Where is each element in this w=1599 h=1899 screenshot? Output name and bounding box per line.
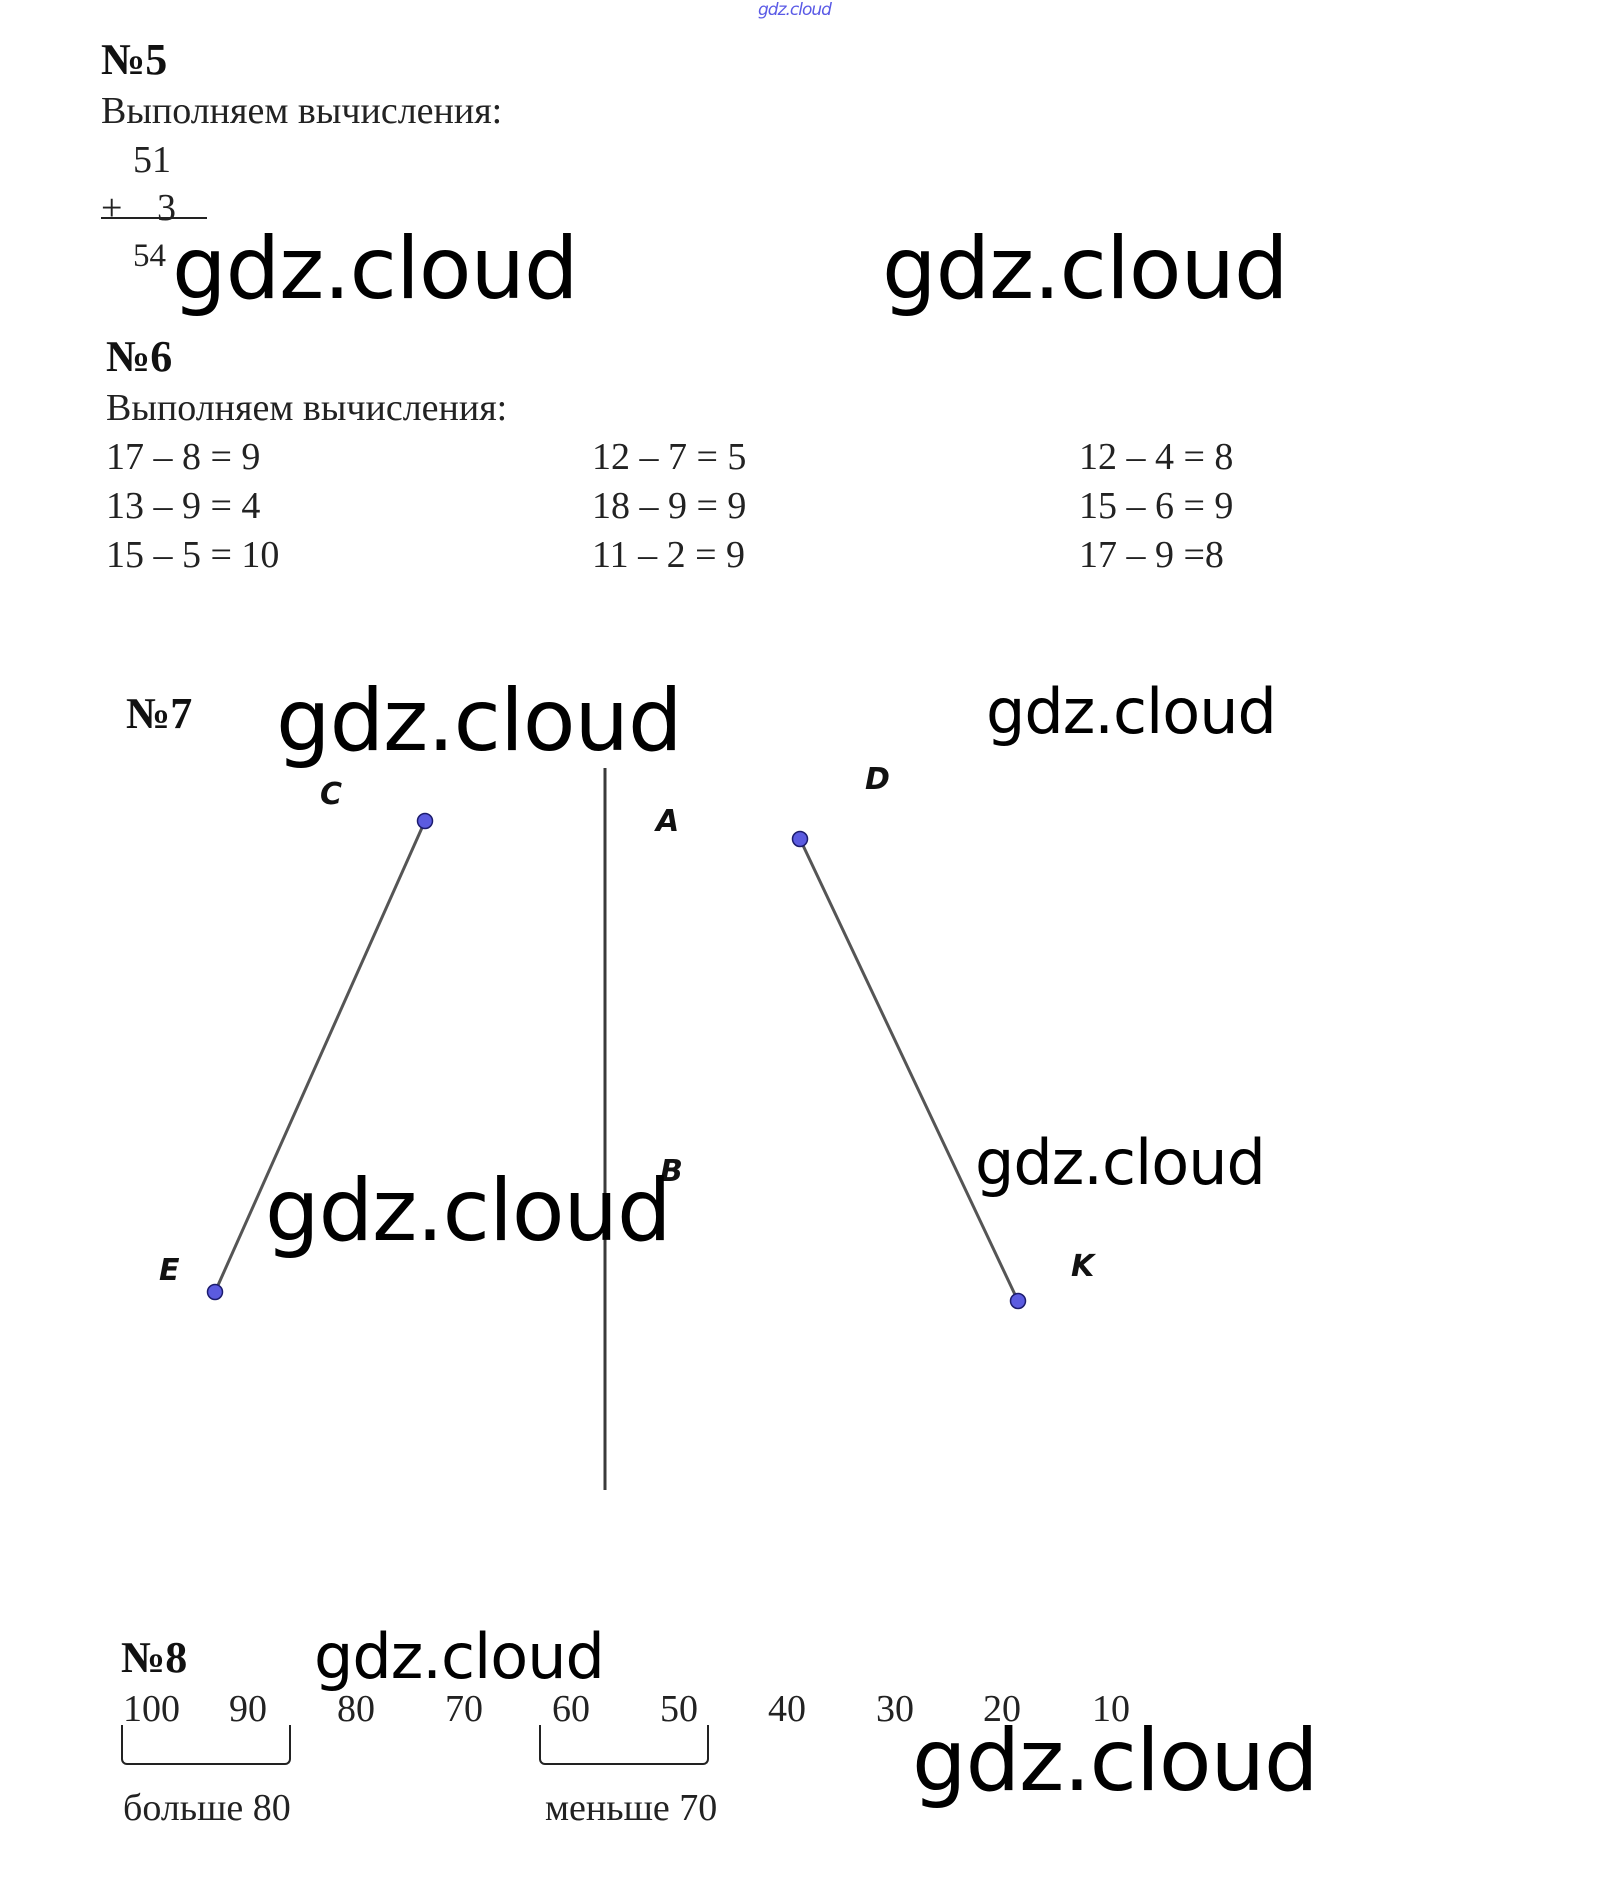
number: 100 <box>123 1688 180 1730</box>
point-k-dot <box>1009 1292 1027 1310</box>
watermark: gdz.cloud <box>172 219 579 319</box>
task6-title: №6 <box>106 332 173 381</box>
group2-label: меньше 70 <box>545 1787 718 1829</box>
segment-ce <box>213 820 427 1293</box>
watermark: gdz.cloud <box>276 671 683 771</box>
bracket-group-1 <box>121 1725 291 1765</box>
point-label-e: E <box>159 1253 180 1288</box>
task5-sum-line <box>101 217 207 219</box>
equation: 12 – 4 = 8 <box>1079 436 1234 478</box>
task5-intro: Выполняем вычисления: <box>101 90 503 132</box>
number: 80 <box>337 1688 375 1730</box>
segment-dk <box>798 838 1020 1302</box>
number: 70 <box>445 1688 483 1730</box>
number: 60 <box>552 1688 590 1730</box>
watermark: gdz.cloud <box>912 1711 1319 1811</box>
task8-title: №8 <box>121 1633 188 1682</box>
task5-result: 54 <box>133 238 166 274</box>
task7-title: №7 <box>126 689 193 738</box>
point-label-b: B <box>660 1154 683 1189</box>
equation: 17 – 9 =8 <box>1079 534 1224 576</box>
point-label-d: D <box>865 762 890 797</box>
point-d-dot <box>791 830 809 848</box>
point-c-dot <box>416 812 434 830</box>
point-label-k: K <box>1071 1249 1095 1284</box>
number: 10 <box>1092 1688 1130 1730</box>
equation: 17 – 8 = 9 <box>106 436 261 478</box>
equation: 11 – 2 = 9 <box>592 534 746 576</box>
point-label-c: C <box>320 777 343 812</box>
equation: 18 – 9 = 9 <box>592 485 747 527</box>
task5-title: №5 <box>101 35 168 84</box>
number: 50 <box>660 1688 698 1730</box>
bracket-group-2 <box>539 1725 709 1765</box>
equation: 12 – 7 = 5 <box>592 436 747 478</box>
equation: 15 – 5 = 10 <box>106 534 280 576</box>
task5-operand1: 51 <box>133 139 171 181</box>
number: 40 <box>768 1688 806 1730</box>
number: 20 <box>983 1688 1021 1730</box>
point-e-dot <box>206 1283 224 1301</box>
watermark: gdz.cloud <box>314 1620 605 1693</box>
number: 30 <box>876 1688 914 1730</box>
equation: 13 – 9 = 4 <box>106 485 261 527</box>
watermark: gdz.cloud <box>265 1161 672 1261</box>
point-label-a: A <box>656 804 680 839</box>
watermark: gdz.cloud <box>975 1126 1266 1199</box>
watermark: gdz.cloud <box>882 219 1289 319</box>
watermark: gdz.cloud <box>986 675 1277 748</box>
watermark-top: gdz.cloud <box>758 0 832 20</box>
group1-label: больше 80 <box>123 1787 291 1829</box>
equation: 15 – 6 = 9 <box>1079 485 1234 527</box>
task6-intro: Выполняем вычисления: <box>106 387 508 429</box>
number: 90 <box>229 1688 267 1730</box>
